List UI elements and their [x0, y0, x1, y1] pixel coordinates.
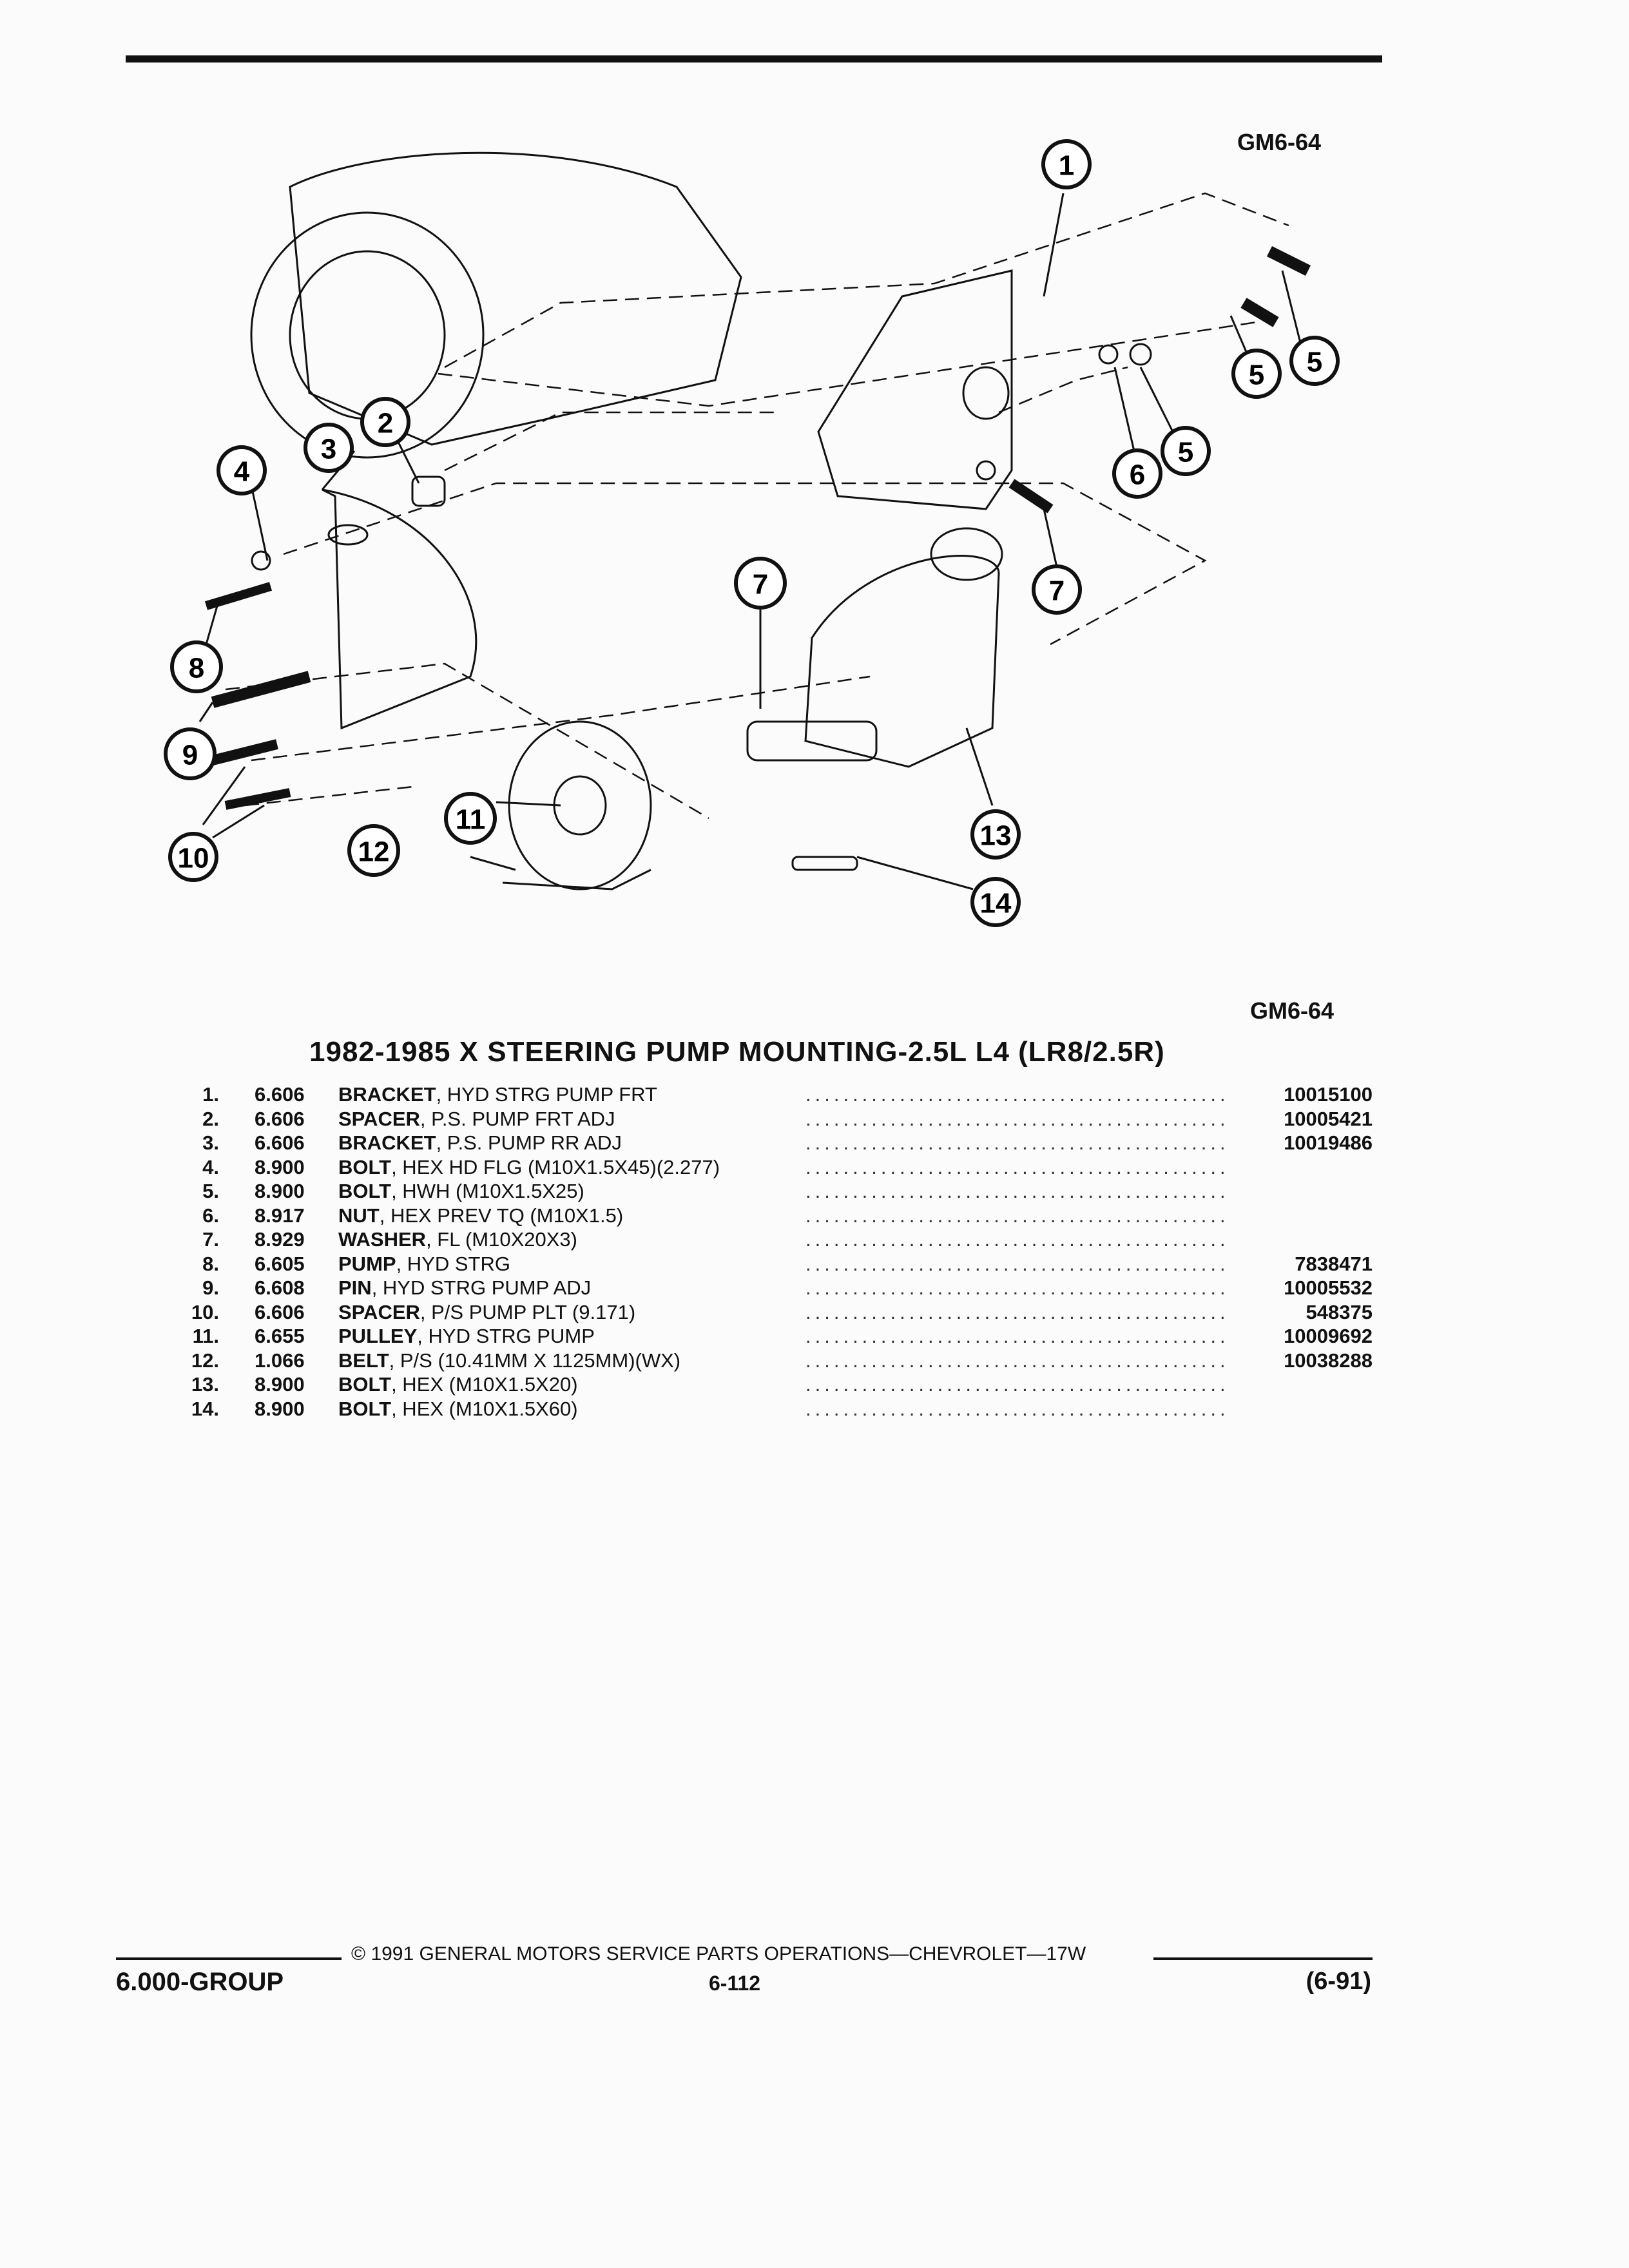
footer-page-number: 6-112	[709, 1972, 761, 1995]
callout-13: 9	[164, 727, 217, 780]
footer-rule-left	[116, 1957, 342, 1960]
svg-text:11: 11	[456, 804, 486, 836]
callout-11: 11	[444, 792, 497, 845]
footer-copyright: © 1991 GENERAL MOTORS SERVICE PARTS OPER…	[351, 1943, 1086, 1965]
callout-12: 12	[347, 824, 400, 877]
top-rule	[126, 55, 1382, 62]
belt	[502, 869, 651, 890]
figure-ref-top: GM6-64	[1237, 129, 1322, 155]
svg-text:5: 5	[1249, 360, 1264, 391]
callout-1: 3	[304, 423, 354, 473]
footer-rule-right	[1153, 1957, 1373, 1960]
callout-10: 7	[734, 557, 787, 610]
callout-9: 14	[970, 877, 1021, 927]
exploded-parts-diagram: 1 2 3 4 5 5 5 6 7 7 8 9 10 11 12 13 14	[97, 110, 1418, 960]
svg-text:1: 1	[1059, 150, 1074, 182]
callout-5-left: 10	[168, 832, 218, 882]
callout-5-right: 7	[1032, 564, 1082, 615]
rear-bracket	[817, 269, 1013, 510]
page-title: 1982-1985 X STEERING PUMP MOUNTING-2.5L …	[309, 1036, 1165, 1068]
pulley	[508, 720, 652, 890]
callout-8: 13	[970, 809, 1021, 860]
callout-14: 8	[170, 640, 223, 693]
svg-text:12: 12	[358, 836, 390, 868]
svg-text:9: 9	[182, 740, 198, 771]
svg-text:5: 5	[1307, 347, 1322, 378]
svg-text:14: 14	[980, 888, 1012, 919]
figure-ref-bottom: GM6-64	[1250, 997, 1335, 1024]
svg-text:4: 4	[234, 456, 250, 488]
engine-outline	[289, 151, 742, 446]
svg-text:3: 3	[321, 434, 336, 465]
svg-text:8: 8	[189, 653, 204, 684]
callout-5-right-top: 5	[1231, 349, 1282, 399]
footer-date: (6-91)	[1306, 1968, 1371, 1995]
svg-text:5: 5	[1178, 437, 1193, 468]
engine-pulley	[250, 211, 485, 459]
svg-text:7: 7	[753, 569, 768, 601]
callout-3: 1	[1041, 139, 1092, 189]
svg-text:10: 10	[178, 843, 209, 874]
svg-text:6: 6	[1130, 459, 1145, 491]
front-bracket	[322, 488, 477, 730]
callout-4: 5	[1289, 336, 1340, 386]
svg-text:2: 2	[378, 408, 393, 439]
pump-body	[804, 555, 1000, 768]
callout-6: 5	[1161, 426, 1211, 476]
callout-7-right: 6	[1112, 448, 1162, 499]
svg-text:7: 7	[1049, 575, 1065, 607]
svg-text:13: 13	[980, 820, 1012, 852]
footer-group: 6.000-GROUP	[116, 1968, 284, 1996]
callout-2: 2	[360, 397, 410, 447]
callout-7-left: 4	[217, 445, 267, 495]
